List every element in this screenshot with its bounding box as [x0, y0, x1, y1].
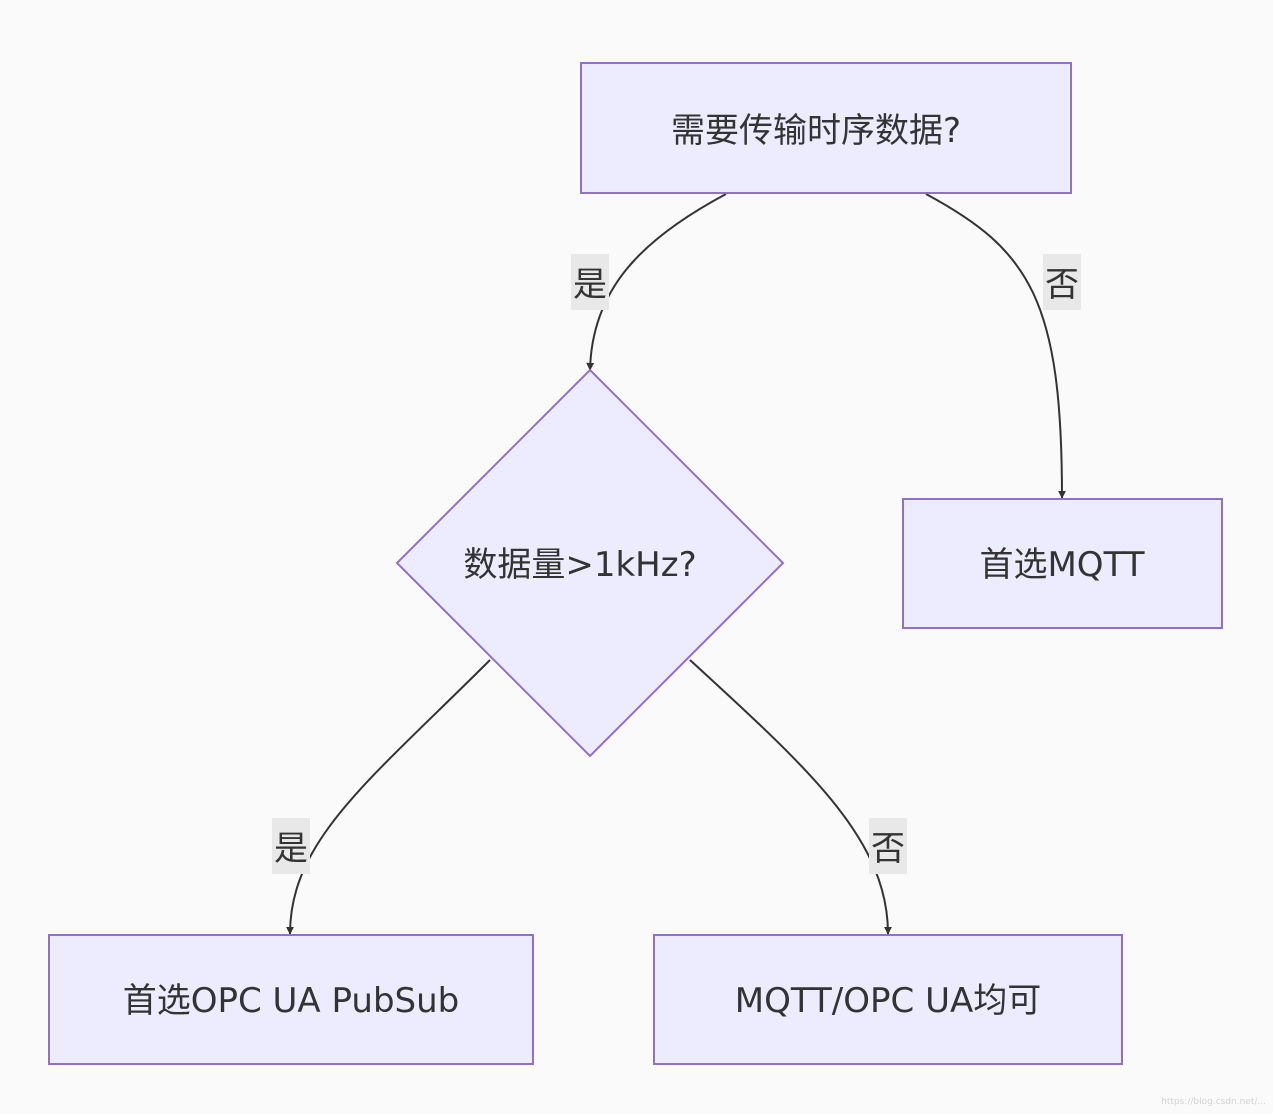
edge-label-no-2: 否 [869, 818, 907, 874]
node-either-ok: MQTT/OPC UA均可 [653, 934, 1123, 1065]
node-frequency-decision: 数据量>1kHz? [395, 368, 785, 758]
svg-text:是: 是 [274, 829, 308, 869]
edge-freq-to-both [689, 659, 892, 935]
node-frequency-label: 数据量>1kHz? [463, 545, 696, 585]
node-timeseries-label: 需要传输时序数据? [671, 111, 961, 151]
edge-label-yes-2: 是 [272, 818, 310, 874]
node-mqtt-label: 首选MQTT [979, 545, 1144, 585]
edge-label-yes-1: 是 [571, 254, 609, 310]
edge-label-no-1: 否 [1043, 254, 1081, 310]
svg-text:否: 否 [871, 829, 905, 869]
edge-freq-to-opc [286, 659, 491, 935]
node-opc-label: 首选OPC UA PubSub [123, 981, 460, 1021]
edge-start-to-mqtt [925, 193, 1066, 499]
node-opc-pubsub-recommended: 首选OPC UA PubSub [48, 934, 534, 1065]
node-mqtt-recommended: 首选MQTT [902, 498, 1223, 629]
edge-start-to-freq [586, 193, 727, 371]
node-either-label: MQTT/OPC UA均可 [735, 981, 1041, 1021]
svg-text:否: 否 [1045, 265, 1079, 305]
node-timeseries-question: 需要传输时序数据? [580, 62, 1072, 194]
svg-text:是: 是 [573, 265, 607, 305]
watermark-text: https://blog.csdn.net/... [1161, 1097, 1266, 1107]
